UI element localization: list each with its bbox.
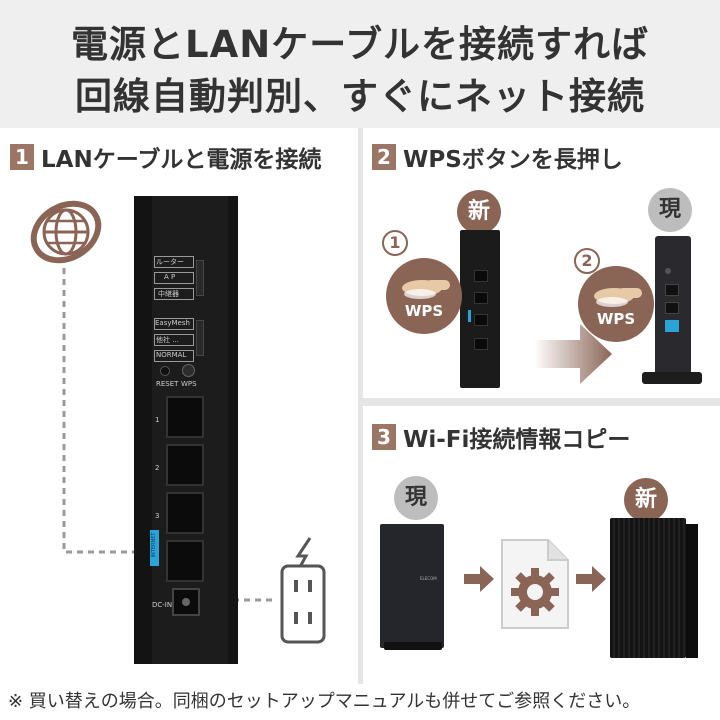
current-badge: 現: [648, 188, 692, 232]
step2-panel: 2 WPSボタンを長押し 新 現 WPS 1 WPS: [364, 128, 720, 398]
step3-panel: 3 Wi-Fi接続情報コピー 現 新 ELECOM: [364, 406, 720, 684]
reset-button[interactable]: [160, 366, 170, 376]
mode-ap-label: A P: [164, 273, 176, 281]
footnote-text: ※ 買い替えの場合。同梱のセットアップマニュアルも併せてご参照ください。: [8, 691, 641, 712]
step2-number: 2: [372, 144, 396, 170]
step1-number: 1: [10, 144, 34, 170]
wps-bubble-text-current: WPS: [596, 310, 636, 328]
lan-port-2[interactable]: [166, 444, 204, 486]
current-badge: 現: [394, 476, 438, 520]
mesh-switch[interactable]: [196, 320, 204, 356]
horizontal-divider: [363, 398, 720, 406]
step3-title: 3 Wi-Fi接続情報コピー: [372, 420, 630, 454]
arrow-right-icon: [576, 566, 606, 592]
wps-step-number-2: 2: [574, 248, 600, 274]
wps-press-bubble-new: WPS: [386, 258, 462, 334]
current-router-front: ELECOM: [380, 524, 444, 648]
right-arrow-icon: [534, 324, 612, 384]
mode-switch[interactable]: [196, 260, 204, 296]
step1-title: 1 LANケーブルと電源を接続: [10, 140, 321, 174]
step1-panel: 1 LANケーブルと電源を接続 ルーター A P 中継器 EasyMesh 他社…: [0, 128, 356, 684]
current-router-base: [384, 642, 442, 650]
port3-label: 3: [155, 512, 160, 520]
router-back-image: ルーター A P 中継器 EasyMesh 他社 ... NORMAL RESE…: [134, 196, 238, 664]
step2-label: WPSボタンを長押し: [403, 147, 623, 173]
mode-router-label: ルーター: [156, 258, 184, 266]
mesh-normal-label: NORMAL: [156, 351, 187, 359]
arrow-right-icon: [464, 566, 494, 592]
mode-relay-label: 中継器: [158, 290, 179, 298]
power-outlet-icon: [280, 537, 326, 644]
brand-label: ELECOM: [420, 576, 437, 581]
wps-label: WPS: [181, 380, 197, 388]
lan-port-3[interactable]: [166, 492, 204, 534]
port1-label: 1: [155, 416, 160, 424]
step3-number: 3: [372, 424, 396, 450]
new-router-image: [460, 230, 500, 388]
new-router-front: [610, 518, 686, 658]
step1-label: LANケーブルと電源を接続: [41, 147, 322, 173]
settings-document-icon: [501, 539, 569, 629]
finger-press-icon: [402, 280, 450, 299]
current-router-image: [655, 236, 691, 376]
dcin-label: DC-IN: [152, 601, 173, 609]
finger-press-icon: [594, 288, 642, 307]
step3-label: Wi-Fi接続情報コピー: [403, 427, 631, 453]
new-badge: 新: [457, 190, 501, 234]
vertical-divider: [358, 128, 363, 684]
new-router-side: [686, 524, 698, 658]
wps-button[interactable]: [182, 364, 195, 377]
internet-port[interactable]: [166, 540, 204, 582]
reset-label: RESET: [156, 380, 179, 388]
lan-port-1[interactable]: [166, 396, 204, 438]
wps-step-number-1: 1: [382, 230, 408, 256]
mesh-other-label: 他社 ...: [156, 336, 179, 344]
internet-globe-icon: [30, 200, 102, 264]
new-badge: 新: [624, 478, 668, 522]
wps-bubble-text-new: WPS: [404, 302, 444, 320]
internet-label: INTERNET: [151, 532, 157, 558]
internet-port-marker: [150, 530, 159, 566]
headline-line-1: 電源とLANケーブルを接続すれば: [71, 23, 649, 66]
wps-press-bubble-current: WPS: [578, 266, 654, 342]
port2-label: 2: [155, 464, 160, 472]
step2-title: 2 WPSボタンを長押し: [372, 140, 623, 174]
mesh-easy-label: EasyMesh: [155, 319, 190, 327]
header-banner: 電源とLANケーブルを接続すれば 回線自動判別、すぐにネット接続: [0, 0, 720, 128]
headline-line-2: 回線自動判別、すぐにネット接続: [75, 75, 645, 118]
current-router-stand: [642, 372, 702, 384]
